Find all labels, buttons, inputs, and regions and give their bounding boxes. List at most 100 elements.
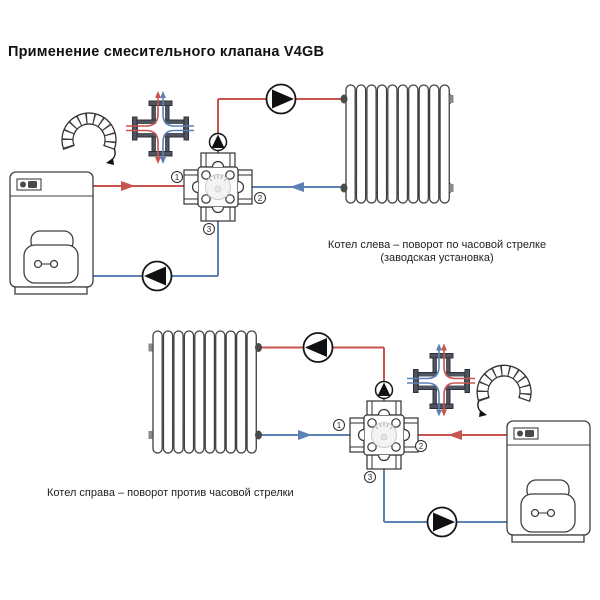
pump-supply-bottom	[302, 332, 334, 363]
valve-notch	[211, 160, 225, 168]
valve-notch	[191, 180, 199, 194]
mixing-valve-bottom	[349, 400, 419, 470]
valve-flow-schematic-top	[126, 91, 194, 164]
radiator-inlet-fitting	[255, 343, 262, 352]
caption-bottom: Котел справа – поворот против часовой ст…	[47, 487, 294, 499]
radiator-section	[439, 84, 450, 204]
radiator-section	[183, 330, 195, 454]
valve-notch	[211, 206, 225, 214]
valve-bolt-icon	[367, 442, 377, 452]
pump-small-valve-bottom	[374, 380, 394, 400]
valve-bolt-icon	[391, 442, 401, 452]
boiler-right	[506, 420, 591, 543]
radiator-section	[235, 330, 247, 454]
radiator-outlet-fitting	[340, 183, 348, 193]
pump-return-bottom	[426, 506, 458, 538]
flow-hot-in-up	[126, 97, 159, 127]
flow-arrow-return-right-icon	[298, 430, 312, 440]
boiler-logo-mark2-icon	[28, 181, 37, 188]
diagram-boiler-right	[148, 330, 591, 543]
rotation-arrow-counterclockwise-icon	[476, 364, 532, 417]
radiator-section	[408, 84, 419, 204]
burner-sight-glass-icon	[546, 508, 556, 518]
boiler-logo-mark-icon	[20, 181, 26, 188]
pump-return-top	[141, 260, 173, 292]
flow-hot-down	[126, 129, 159, 158]
radiator-plug	[148, 431, 153, 439]
boiler-base	[511, 534, 585, 543]
rotation-arrow-clockwise-icon	[61, 112, 117, 165]
pump-direction-right-icon	[272, 89, 294, 109]
pump-direction-up-icon	[377, 382, 391, 396]
flow-arrow-up-icon	[436, 343, 442, 351]
boiler-logo	[16, 178, 42, 191]
flow-arrow-up-icon	[441, 343, 447, 351]
valve-bolt-icon	[225, 170, 235, 180]
mixing-valve-top	[183, 152, 253, 222]
radiator-plug	[449, 184, 454, 192]
radiator-section	[366, 84, 377, 204]
radiator-plug	[148, 343, 153, 352]
valve-notch	[377, 454, 391, 462]
valve-dial-scale	[375, 423, 393, 430]
radiator-section	[355, 84, 367, 204]
radiator-section	[418, 84, 429, 204]
port-label-3-bottom: 3	[364, 471, 376, 483]
caption-top: Котел слева – поворот по часовой стрелке…	[317, 239, 557, 265]
radiator-section	[215, 330, 226, 454]
pump-small-valve-top	[208, 132, 228, 152]
valve-dial-center	[380, 433, 388, 441]
pump-supply-top	[265, 83, 297, 115]
valve-notch	[377, 408, 391, 416]
radiator-section	[246, 330, 257, 454]
port-label-2-top: 2	[254, 192, 266, 204]
valve-bolt-icon	[201, 170, 211, 180]
radiator-section	[225, 330, 236, 454]
flow-arrow-down-icon	[160, 157, 166, 164]
flow-arrow-supply-right-icon	[121, 181, 135, 191]
radiator-bottom	[148, 330, 262, 454]
flow-arrow-down-icon	[441, 409, 447, 417]
valve-flow-schematic-bottom	[407, 343, 475, 417]
flow-arrow-up-icon	[160, 91, 166, 98]
flow-return-up	[162, 97, 194, 127]
port-label-2-bottom: 2	[415, 440, 427, 452]
burner-sight-glass-icon	[530, 508, 540, 518]
boiler-logo-mark2-icon	[525, 430, 534, 437]
port-label-1-top: 1	[171, 171, 183, 183]
flow-return-down	[407, 382, 440, 411]
valve-bolt-icon	[225, 194, 235, 204]
valve-notch	[403, 428, 411, 442]
radiator-section	[397, 84, 409, 204]
valve-bolt-icon	[367, 418, 377, 428]
radiator-outlet-fitting	[255, 430, 262, 440]
boiler-left	[9, 171, 94, 295]
valve-dial-center	[214, 185, 222, 193]
radiator-section	[152, 330, 163, 454]
radiator-section	[204, 330, 216, 454]
port-label-1-bottom: 1	[333, 419, 345, 431]
radiator-section	[173, 330, 184, 454]
page-title: Применение смесительного клапана V4GB	[8, 44, 325, 60]
port-label-3-top: 3	[203, 223, 215, 235]
caption-top-line1: Котел слева – поворот по часовой стрелке	[327, 239, 547, 251]
pump-direction-up-icon	[211, 134, 225, 148]
radiator-section	[376, 84, 388, 204]
flow-arrow-return-left-icon	[290, 182, 304, 192]
radiator-section	[387, 84, 398, 204]
diagram-boiler-left	[9, 83, 454, 295]
radiator-section	[428, 84, 440, 204]
flow-hot-in-up	[443, 349, 475, 380]
valve-bolt-icon	[201, 194, 211, 204]
flow-arrow-down-icon	[155, 157, 161, 164]
boiler-logo	[513, 427, 539, 440]
pump-direction-right-icon	[433, 512, 455, 532]
caption-top-line2: (заводская установка)	[380, 252, 494, 264]
valve-notch	[357, 428, 365, 442]
valve-dial-scale	[209, 175, 227, 182]
boiler-logo-mark-icon	[517, 430, 523, 437]
flow-hot-down	[443, 382, 475, 411]
flow-return-up	[407, 349, 440, 380]
valve-notch	[237, 180, 245, 194]
